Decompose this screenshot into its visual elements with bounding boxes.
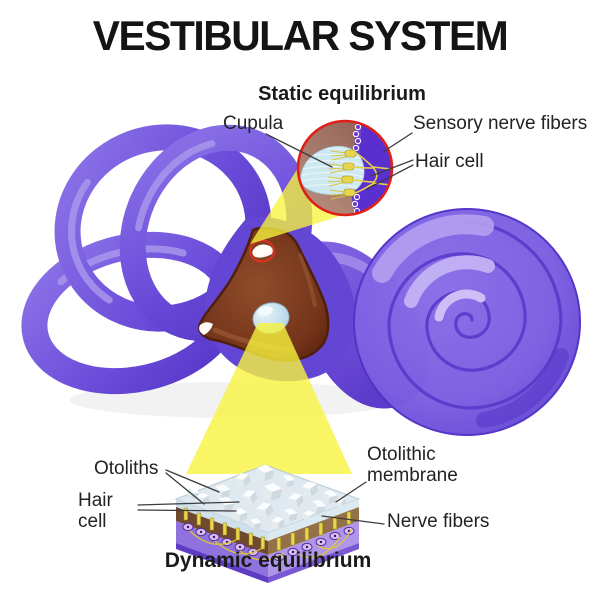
static-equilibrium-heading: Static equilibrium <box>258 83 426 105</box>
label-hair-cell-line2: cell <box>78 511 107 533</box>
crista-in-situ <box>252 244 273 258</box>
ampulla-marker-ring <box>249 239 275 263</box>
label-hair-cell-line1: Hair <box>78 490 113 511</box>
nerve-fiber-curves <box>189 527 353 561</box>
leader-lines <box>137 132 414 525</box>
label-cupula: Cupula <box>223 113 284 134</box>
page-title: VESTIBULAR SYSTEM <box>92 12 509 59</box>
small-crescent <box>199 322 213 335</box>
macula-block-illustration <box>174 463 361 583</box>
cochlea <box>353 208 581 436</box>
static-inset-illustration <box>296 119 394 217</box>
label-sensory-nerve-fibers: Sensory nerve fibers <box>413 113 588 134</box>
light-beam-lower <box>186 323 352 474</box>
label-otolithic-line1: Otolithic <box>367 444 436 465</box>
label-nerve-fibers: Nerve fibers <box>387 511 490 532</box>
label-otolithic-line2: membrane <box>367 465 458 487</box>
dynamic-equilibrium-heading: Dynamic equilibrium <box>164 549 372 572</box>
label-hair-cell-static: Hair cell <box>415 151 484 172</box>
label-otoliths: Otoliths <box>94 458 159 479</box>
